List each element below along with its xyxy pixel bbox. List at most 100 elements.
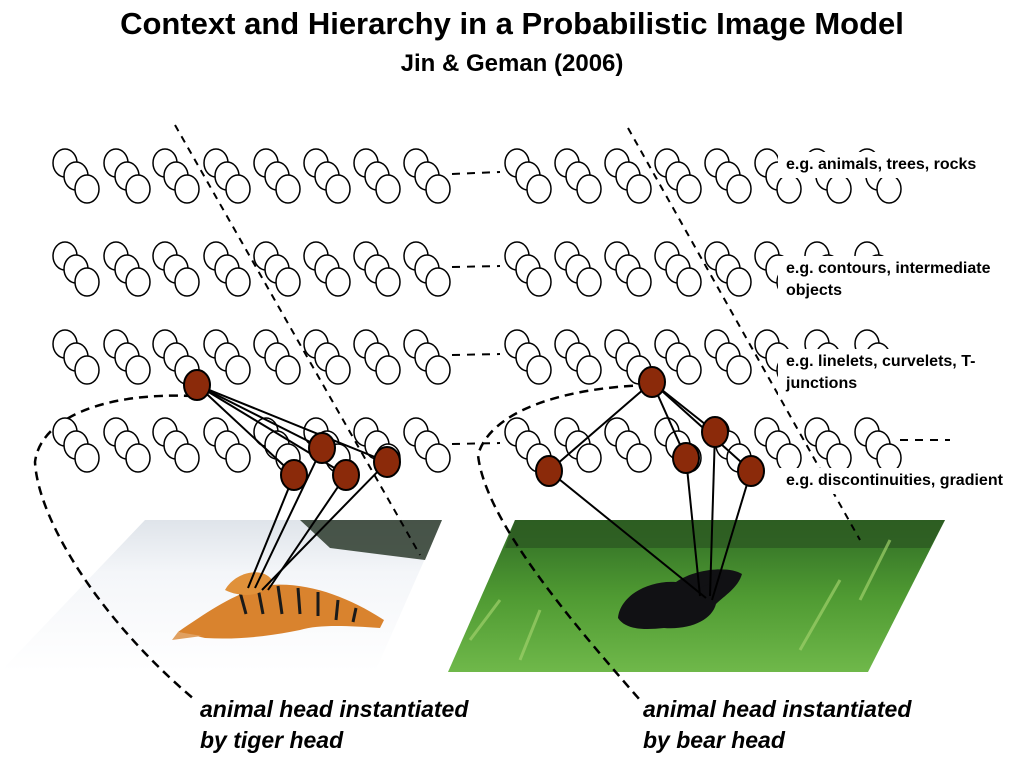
node-cluster bbox=[203, 241, 251, 297]
node-cluster bbox=[504, 148, 552, 204]
node bbox=[275, 174, 301, 204]
node-cluster bbox=[604, 241, 652, 297]
level-label-linelets: e.g. linelets, curvelets, T-junctions bbox=[778, 349, 1024, 397]
node bbox=[74, 267, 100, 297]
node-cluster bbox=[152, 241, 200, 297]
connector-bottom bbox=[451, 442, 501, 445]
node-cluster bbox=[554, 241, 602, 297]
node bbox=[225, 267, 251, 297]
page-subtitle: Jin & Geman (2006) bbox=[400, 50, 624, 77]
node bbox=[576, 443, 602, 473]
node-cluster bbox=[353, 241, 401, 297]
node bbox=[576, 355, 602, 385]
node-cluster bbox=[704, 329, 752, 385]
level-label-contours: e.g. contours, intermediate objects bbox=[778, 256, 1024, 304]
node bbox=[275, 267, 301, 297]
node bbox=[174, 267, 200, 297]
node bbox=[325, 174, 351, 204]
node-cluster bbox=[103, 329, 151, 385]
node bbox=[74, 174, 100, 204]
node bbox=[225, 174, 251, 204]
node bbox=[526, 267, 552, 297]
node-cluster bbox=[353, 329, 401, 385]
page-title: Context and Hierarchy in a Probabilistic… bbox=[120, 6, 904, 41]
node-cluster bbox=[604, 148, 652, 204]
right-child-node-2 bbox=[672, 442, 700, 474]
node bbox=[425, 443, 451, 473]
node-cluster bbox=[704, 241, 752, 297]
node bbox=[174, 174, 200, 204]
node-cluster bbox=[303, 329, 351, 385]
node bbox=[225, 355, 251, 385]
connector-mid-lower bbox=[451, 353, 501, 356]
node bbox=[776, 174, 802, 204]
node-cluster bbox=[403, 417, 451, 473]
node-cluster bbox=[403, 241, 451, 297]
node-cluster bbox=[353, 148, 401, 204]
connector-top bbox=[451, 171, 501, 175]
node-cluster bbox=[253, 241, 301, 297]
left-depth-line bbox=[174, 124, 421, 556]
node-cluster bbox=[704, 148, 752, 204]
node-cluster bbox=[103, 241, 151, 297]
node bbox=[726, 174, 752, 204]
node bbox=[626, 267, 652, 297]
node-cluster bbox=[403, 329, 451, 385]
node bbox=[626, 443, 652, 473]
left-child-node-1 bbox=[308, 432, 336, 464]
left-parent-node bbox=[183, 369, 211, 401]
node-cluster bbox=[52, 241, 100, 297]
bear-photo bbox=[448, 520, 945, 672]
node bbox=[125, 174, 151, 204]
node bbox=[726, 267, 752, 297]
node-cluster bbox=[303, 148, 351, 204]
node bbox=[375, 267, 401, 297]
node bbox=[225, 443, 251, 473]
caption-tiger: animal head instantiated by tiger head bbox=[200, 696, 469, 753]
right-parent-node bbox=[638, 366, 666, 398]
node-cluster bbox=[203, 417, 251, 473]
left-child-node-3 bbox=[332, 459, 360, 491]
tiger-photo bbox=[0, 520, 442, 672]
node bbox=[876, 174, 902, 204]
node-cluster bbox=[303, 241, 351, 297]
right-context-curve bbox=[476, 383, 649, 701]
node-cluster bbox=[804, 417, 852, 473]
node-cluster bbox=[504, 329, 552, 385]
node-cluster bbox=[504, 241, 552, 297]
node bbox=[174, 443, 200, 473]
node bbox=[425, 355, 451, 385]
right-child-node-3 bbox=[701, 416, 729, 448]
connector-mid-upper bbox=[451, 265, 501, 268]
node bbox=[375, 174, 401, 204]
node bbox=[125, 355, 151, 385]
node bbox=[325, 267, 351, 297]
left-context-curve bbox=[33, 394, 196, 701]
node-cluster bbox=[504, 417, 552, 473]
node bbox=[325, 355, 351, 385]
node bbox=[726, 355, 752, 385]
node-cluster bbox=[554, 329, 602, 385]
node bbox=[275, 355, 301, 385]
node-cluster bbox=[253, 148, 301, 204]
caption-bear: animal head instantiated by bear head bbox=[643, 696, 912, 753]
node-cluster bbox=[554, 148, 602, 204]
node bbox=[676, 355, 702, 385]
node-cluster bbox=[52, 148, 100, 204]
node bbox=[526, 174, 552, 204]
node bbox=[74, 355, 100, 385]
right-child-node-4 bbox=[737, 455, 765, 487]
node-cluster bbox=[604, 417, 652, 473]
node-cluster bbox=[403, 148, 451, 204]
right-child-node-1 bbox=[535, 455, 563, 487]
node-cluster bbox=[52, 329, 100, 385]
node bbox=[375, 355, 401, 385]
node bbox=[526, 355, 552, 385]
level-label-discontinuities: e.g. discontinuities, gradient bbox=[778, 468, 1009, 494]
node-cluster bbox=[654, 148, 702, 204]
level-label-objects: e.g. animals, trees, rocks bbox=[778, 152, 983, 178]
node bbox=[125, 267, 151, 297]
node bbox=[74, 443, 100, 473]
left-child-node-4 bbox=[373, 446, 401, 478]
node bbox=[626, 174, 652, 204]
